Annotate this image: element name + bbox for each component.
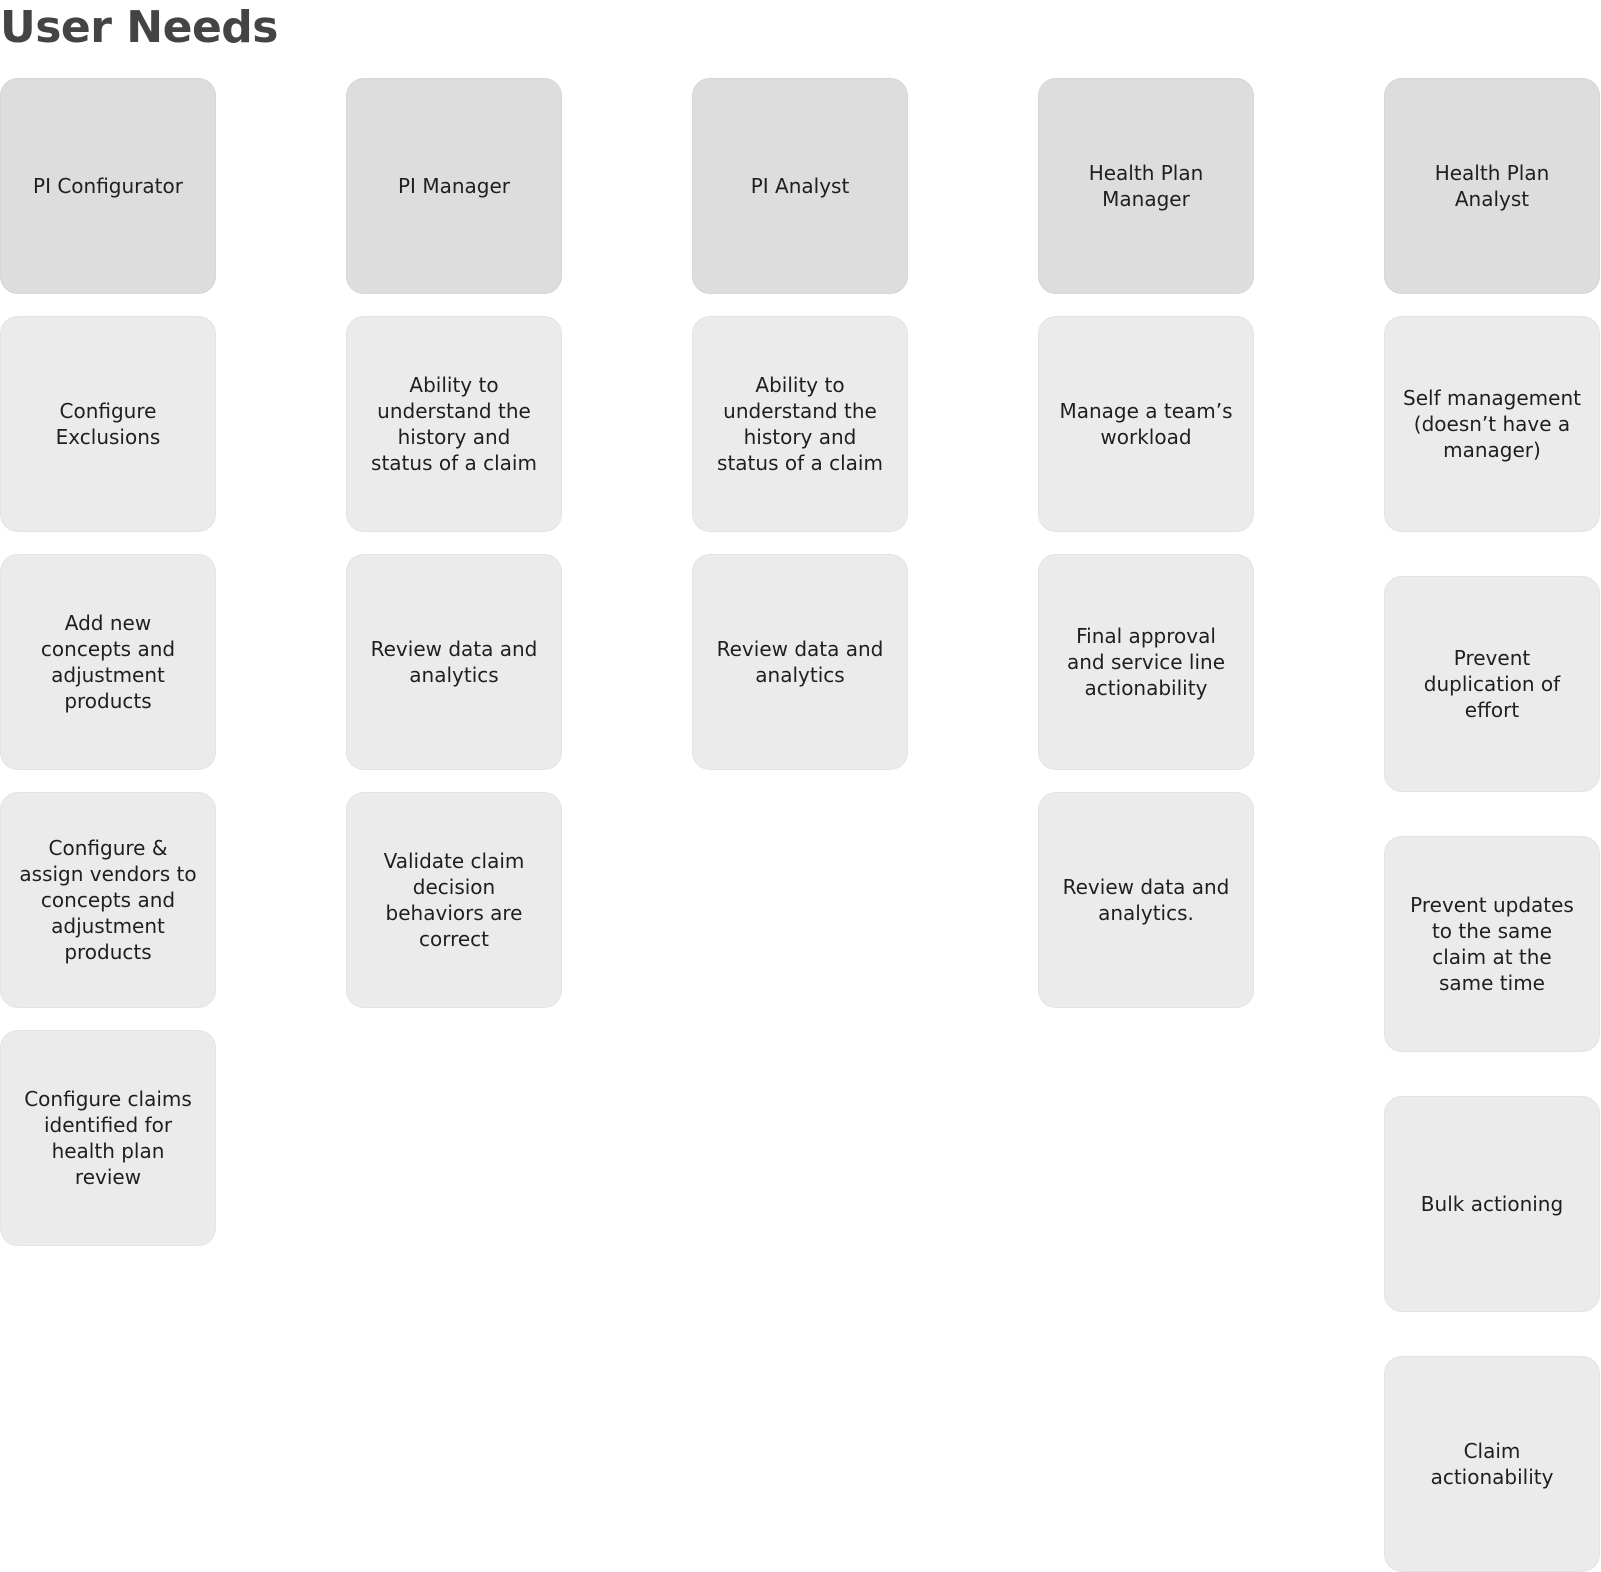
need-label: Validate claim decision behaviors are co… [383,849,525,951]
persona-label: PI Manager [398,174,510,198]
need-card[interactable]: Bulk actioning [1384,1096,1600,1312]
need-card[interactable]: Ability to understand the history and st… [692,316,908,532]
need-card[interactable]: Review data and analytics [346,554,562,770]
need-label: Configure & assign vendors to concepts a… [19,836,197,964]
persona-label: Health Plan Manager [1088,161,1204,211]
need-label: Review data and analytics [716,637,884,687]
need-label: Prevent updates to the same claim at the… [1410,893,1574,995]
need-label: Manage a team’s workload [1059,399,1233,449]
need-label: Ability to understand the history and st… [717,373,883,475]
persona-card-health-plan-analyst[interactable]: Health Plan Analyst [1384,78,1600,294]
need-label: Ability to understand the history and st… [371,373,537,475]
need-card[interactable]: Prevent updates to the same claim at the… [1384,836,1600,1052]
need-card[interactable]: Review data and analytics. [1038,792,1254,1008]
need-card[interactable]: Final approval and service line actionab… [1038,554,1254,770]
need-label: Prevent duplication of effort [1423,646,1561,722]
need-label: Self management (doesn’t have a manager) [1403,386,1581,462]
need-label: Configure claims identified for health p… [24,1087,192,1189]
persona-card-pi-manager[interactable]: PI Manager [346,78,562,294]
need-label: Claim actionability [1430,1439,1554,1489]
persona-card-pi-analyst[interactable]: PI Analyst [692,78,908,294]
need-card[interactable]: Self management (doesn’t have a manager) [1384,316,1600,532]
need-card[interactable]: Prevent duplication of effort [1384,576,1600,792]
need-card[interactable]: Configure Exclusions [0,316,216,532]
persona-card-health-plan-manager[interactable]: Health Plan Manager [1038,78,1254,294]
persona-label: Health Plan Analyst [1434,161,1550,211]
need-label: Bulk actioning [1420,1192,1564,1216]
need-card[interactable]: Review data and analytics [692,554,908,770]
need-card[interactable]: Manage a team’s workload [1038,316,1254,532]
need-label: Final approval and service line actionab… [1066,624,1226,700]
need-card[interactable]: Ability to understand the history and st… [346,316,562,532]
need-label: Review data and analytics [370,637,538,687]
persona-label: PI Configurator [33,174,183,198]
need-label: Add new concepts and adjustment products [40,611,176,713]
need-card[interactable]: Claim actionability [1384,1356,1600,1572]
need-label: Review data and analytics. [1062,875,1230,925]
need-card[interactable]: Configure & assign vendors to concepts a… [0,792,216,1008]
need-card[interactable]: Configure claims identified for health p… [0,1030,216,1246]
page-title: User Needs [0,2,278,53]
need-card[interactable]: Validate claim decision behaviors are co… [346,792,562,1008]
persona-label: PI Analyst [750,174,850,198]
need-card[interactable]: Add new concepts and adjustment products [0,554,216,770]
persona-card-pi-configurator[interactable]: PI Configurator [0,78,216,294]
need-label: Configure Exclusions [55,399,161,449]
